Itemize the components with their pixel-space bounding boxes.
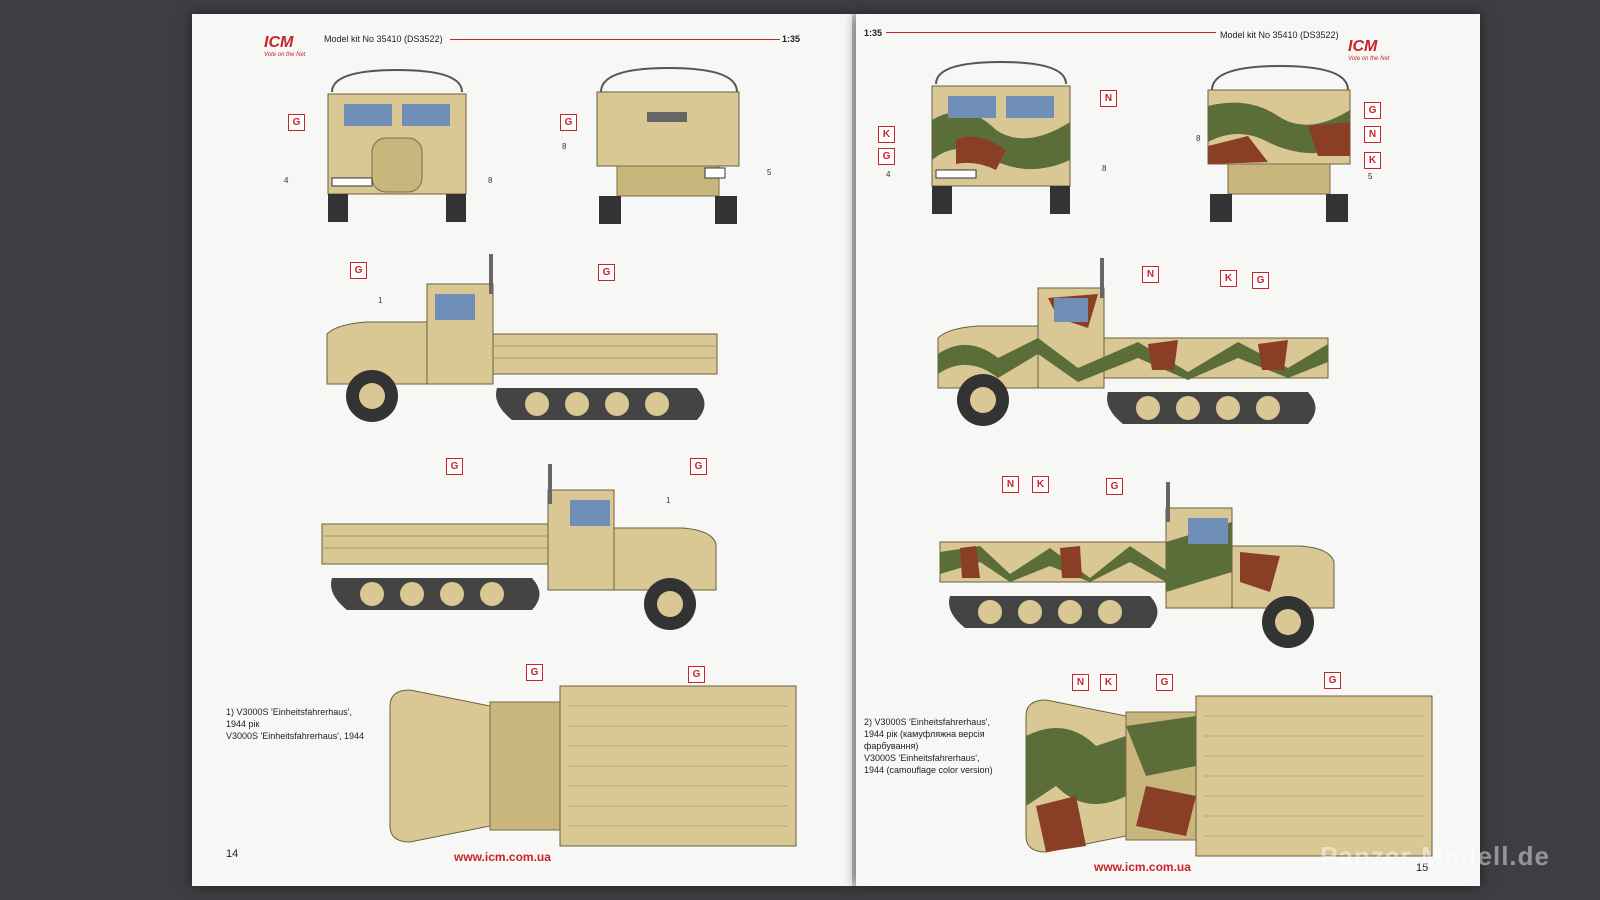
watermark: Panzer-Modell.de: [1320, 841, 1550, 871]
paint-label-g: G: [1106, 478, 1123, 495]
paint-label-k: K: [878, 126, 895, 143]
paint-label-g: G: [598, 264, 615, 281]
paint-label-k: K: [1364, 152, 1381, 169]
vehicle-caption: 2) V3000S 'Einheitsfahrerhaus', 1944 рік…: [864, 717, 993, 775]
paint-label-g: G: [560, 114, 577, 131]
paint-label-g: G: [1364, 102, 1381, 119]
scale-label: 1:35: [864, 28, 883, 38]
paint-label-n: N: [1142, 266, 1159, 283]
scale-label: 1:35: [782, 34, 801, 44]
model-kit-number: Model kit No 35410 (DS3522): [324, 34, 443, 44]
camo-truck-side-view-right: [939, 482, 1335, 648]
page-number: 15: [1416, 862, 1429, 874]
left-page: ICM Vote on the Net Model kit No 35410 (…: [192, 14, 852, 886]
camo-truck-front-view: [931, 60, 1071, 214]
paint-label-k: K: [1032, 476, 1049, 493]
paint-label-g: G: [350, 262, 367, 279]
truck-side-view-left: [326, 254, 718, 422]
paint-label-k: K: [1220, 270, 1237, 287]
camo-truck-rear-view: [1207, 64, 1351, 222]
camo-truck-top-view: [1025, 695, 1433, 857]
truck-front-view: [327, 68, 467, 222]
paint-label-g: G: [446, 458, 463, 475]
footer-url: www.icm.com.ua: [1094, 860, 1191, 874]
paint-label-g: G: [1324, 672, 1341, 689]
icm-logo: ICM Vote on the Net: [1348, 38, 1390, 62]
paint-label-g: G: [526, 664, 543, 681]
right-page: 1:35 Model kit No 35410 (DS3522) ICM Vot…: [856, 14, 1480, 886]
paint-label-g: G: [1156, 674, 1173, 691]
header-rule: [886, 32, 1216, 33]
paint-label-n: N: [1100, 90, 1117, 107]
paint-label-n: N: [1072, 674, 1089, 691]
paint-label-n: N: [1002, 476, 1019, 493]
page-number: 14: [226, 848, 239, 860]
model-kit-number: Model kit No 35410 (DS3522): [1220, 30, 1339, 40]
paint-label-g: G: [688, 666, 705, 683]
truck-side-view-right: [321, 464, 717, 630]
vehicle-caption: 1) V3000S 'Einheitsfahrerhaus', 1944 рік…: [226, 707, 365, 741]
camo-truck-side-view-left: [937, 258, 1329, 426]
header-rule: [450, 39, 780, 40]
paint-label-g: G: [288, 114, 305, 131]
paint-label-k: K: [1100, 674, 1117, 691]
icm-logo: ICM Vote on the Net: [264, 34, 306, 58]
paint-label-n: N: [1364, 126, 1381, 143]
footer-url: www.icm.com.ua: [454, 850, 551, 864]
paint-label-g: G: [690, 458, 707, 475]
paint-label-g: G: [878, 148, 895, 165]
book-spine: [848, 14, 858, 886]
truck-rear-view: [596, 66, 740, 224]
truck-top-view: [389, 685, 797, 847]
paint-label-g: G: [1252, 272, 1269, 289]
